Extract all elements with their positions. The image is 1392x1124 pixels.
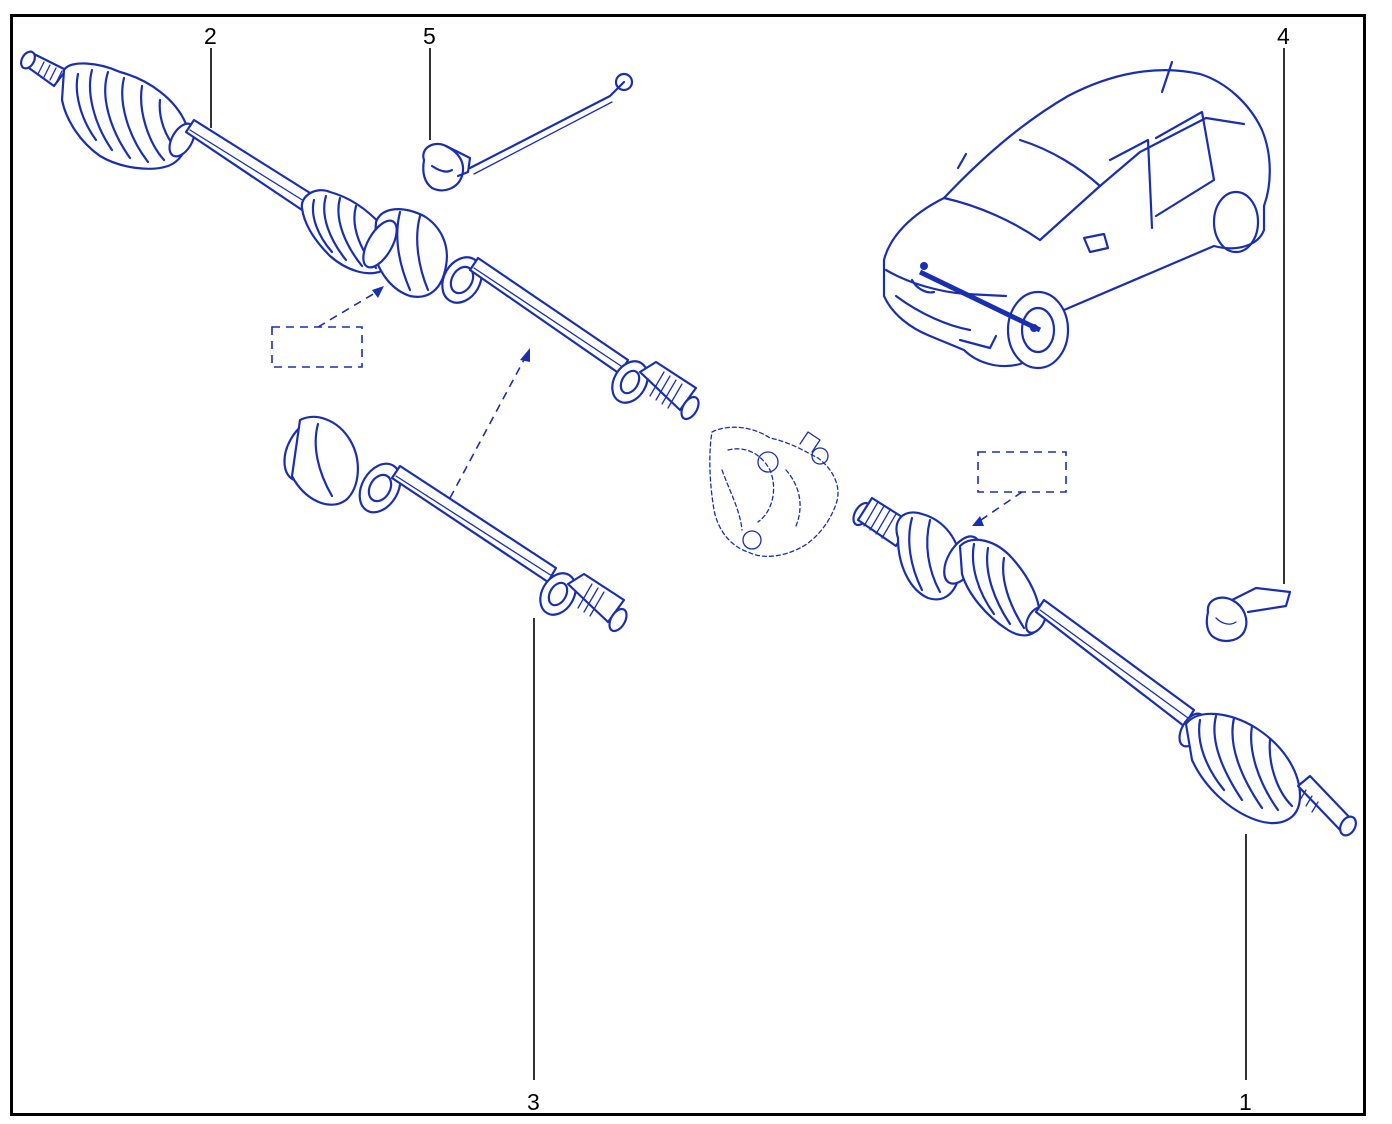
intermediate-arrow-head — [520, 348, 530, 362]
left-outer-cv-boot — [60, 62, 196, 170]
bearing-bracket — [709, 426, 839, 558]
right-detail-placeholder — [977, 451, 1067, 493]
right-arrow-head — [972, 516, 984, 526]
callout-4: 4 — [1277, 23, 1290, 49]
left-intermediate-shaft — [468, 256, 630, 376]
left-detail-arrow — [317, 289, 381, 328]
vehicle-illustration — [882, 60, 1271, 370]
callout-2: 2 — [204, 23, 217, 49]
intermediate-shaft — [283, 415, 628, 633]
callout-5: 5 — [423, 23, 436, 49]
right-drive-shaft — [852, 496, 1357, 837]
left-detail-placeholder — [271, 326, 363, 368]
right-outer-stub — [1296, 774, 1357, 837]
left-shaft-tube — [184, 118, 320, 216]
left-inner-spline — [611, 360, 700, 421]
clip — [1205, 586, 1292, 642]
callout-1: 1 — [1239, 1089, 1252, 1115]
left-drive-shaft — [20, 50, 700, 421]
right-detail-arrow — [977, 491, 1023, 523]
right-outer-cv-boot — [1178, 712, 1302, 825]
sensor-with-cable — [422, 72, 634, 192]
right-shaft-tube — [1034, 598, 1196, 728]
intermediate-arrow — [449, 355, 527, 499]
right-inner-boot — [958, 538, 1047, 637]
left-arrow-head — [372, 286, 384, 298]
callout-3: 3 — [527, 1089, 540, 1115]
left-outer-stub — [20, 50, 68, 88]
callout-labels: 2 5 4 3 1 — [204, 23, 1290, 1115]
